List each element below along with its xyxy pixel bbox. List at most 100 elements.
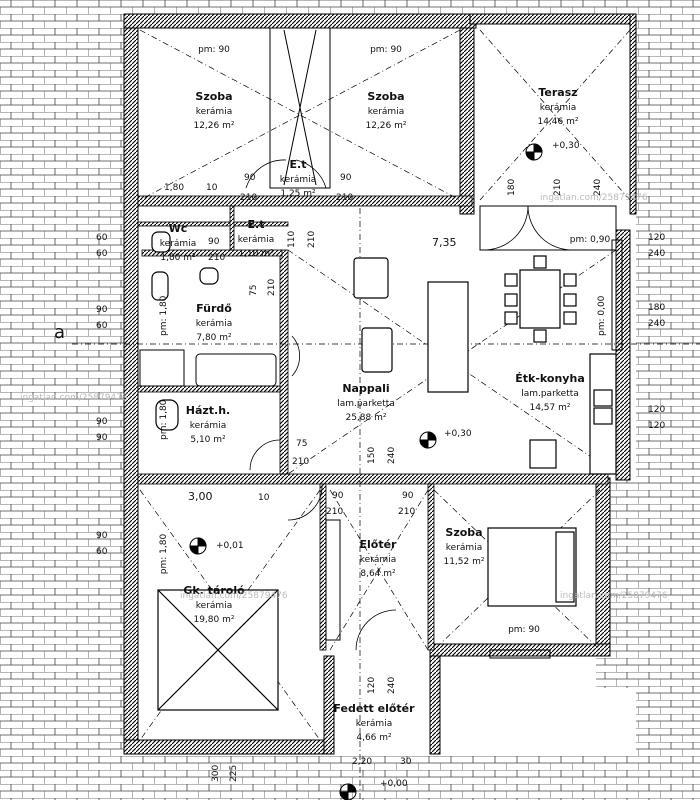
room-et2-material: kerámia (238, 235, 274, 245)
room-haztt-area: 5,10 m² (190, 435, 226, 445)
dimension-labels: 1,80 10 90 210 90 210 7,35 180 210 240 1… (96, 173, 665, 782)
room-eloter-area: 8,64 m² (360, 569, 396, 579)
room-gk-pm: pm: 1,80 (159, 534, 169, 575)
level-markers (189, 143, 543, 800)
room-labels: Szoba kerámia 12,26 m² pm: 90 Szoba kerámia 12… (159, 45, 610, 789)
room-szoba3-name: Szoba (445, 526, 482, 539)
room-szoba3-area: 11,52 m² (443, 557, 484, 567)
dim: 210 (292, 457, 309, 467)
room-furdo-material: kerámia (196, 319, 232, 329)
dim: 240 (593, 179, 603, 196)
dim: 90 (96, 417, 108, 427)
dim: 240 (387, 677, 397, 694)
dim: 210 (336, 193, 353, 203)
room-szoba3-pm: pm: 90 (508, 625, 540, 635)
room-szoba2-pm: pm: 90 (370, 45, 402, 55)
room-eloter-name: Előtér (360, 538, 398, 551)
room-nappali-area: 25,88 m² (345, 413, 386, 423)
room-terasz-area: 14,46 m² (537, 117, 578, 127)
dim: 90 (402, 491, 414, 501)
dim: 300 (211, 765, 221, 782)
dim: pm: 1,80 (159, 399, 169, 440)
inner-walls (137, 195, 609, 651)
dim: pm: 0,00 (597, 295, 607, 336)
dim: 90 (332, 491, 344, 501)
furniture (151, 231, 617, 711)
room-szoba2-name: Szoba (367, 90, 404, 103)
dim: 60 (96, 547, 108, 557)
dim: 210 (267, 279, 277, 296)
dim: 210 (208, 253, 225, 263)
room-szoba2-area: 12,26 m² (365, 121, 406, 131)
room-szoba1-pm: pm: 90 (198, 45, 230, 55)
room-szoba2-material: kerámia (368, 107, 404, 117)
windows (139, 27, 623, 659)
room-nappali-level: +0,30 (444, 429, 472, 439)
room-szoba1-area: 12,26 m² (193, 121, 234, 131)
entry-floor (330, 656, 434, 756)
room-terasz-name: Terasz (538, 86, 577, 99)
room-szoba3-material: kerámia (446, 543, 482, 553)
watermark: ingatlan.com/25879476 (180, 591, 288, 601)
room-nappali-material: lam.parketta (337, 399, 395, 409)
room-fedett-name: Fedett előtér (333, 702, 415, 715)
room-eloter-material: kerámia (360, 555, 396, 565)
room-etk-name: Étk-konyha (515, 372, 585, 385)
dim: 1,80 (164, 183, 184, 193)
dim: 90 (340, 173, 352, 183)
dim: 210 (307, 231, 317, 248)
room-nappali-name: Nappali (342, 382, 389, 395)
dim: 90 (96, 531, 108, 541)
room-gk-level: +0,01 (216, 541, 244, 551)
room-haztt-material: kerámia (190, 421, 226, 431)
garden-right (640, 0, 700, 480)
axis-label: a (54, 322, 65, 343)
dim: 60 (96, 233, 108, 243)
room-haztt-name: Házt.h. (186, 404, 230, 417)
dim: 75 (296, 439, 307, 449)
dim: 150 (367, 447, 377, 464)
room-gk-area: 19,80 m² (193, 615, 234, 625)
room-et1-name: E.t (290, 158, 307, 171)
dim: pm: 1,80 (159, 295, 169, 336)
dim: 90 (208, 237, 220, 247)
dim: 240 (387, 447, 397, 464)
room-etk-material: lam.parketta (521, 389, 579, 399)
room-wc-material: kerámia (160, 239, 196, 249)
room-gk-name: Gk. tároló (183, 584, 245, 597)
dim: 120 (648, 233, 665, 243)
dim: 110 (287, 231, 297, 248)
dim: 225 (229, 765, 239, 782)
room-terasz-material: kerámia (540, 103, 576, 113)
dim: 240 (648, 319, 665, 329)
room-wc-name: Wc (169, 222, 188, 235)
room-fedett-level: +0,00 (380, 779, 408, 789)
dim: 90 (96, 305, 108, 315)
dim: 10 (258, 493, 270, 503)
watermark: ingatlan.com/25879476 (540, 193, 648, 203)
room-etk-area: 14,57 m² (529, 403, 570, 413)
dim: 3,00 (188, 490, 213, 503)
watermark: ingatlan.com/25879476 (560, 591, 668, 601)
dim: 7,35 (432, 236, 457, 249)
dim: 90 (96, 433, 108, 443)
dim: 2,20 (352, 757, 372, 767)
room-fedett-area: 4,66 m² (356, 733, 392, 743)
dim: 210 (240, 193, 257, 203)
dim: 10 (206, 183, 218, 193)
dim: 210 (553, 179, 563, 196)
dim: 120 (648, 405, 665, 415)
room-et2-name: E.t (248, 218, 265, 231)
room-terasz-level: +0,30 (552, 141, 580, 151)
dim: 30 (400, 757, 412, 767)
dim: 120 (648, 421, 665, 431)
dim: 90 (244, 173, 256, 183)
room-et2-area: 1,10 m² (238, 249, 274, 259)
dim: 120 (367, 677, 377, 694)
watermarks: ingatlan.com/25879476 ingatlan.com/25879… (20, 193, 668, 601)
dim: 60 (96, 321, 108, 331)
room-szoba1-material: kerámia (196, 107, 232, 117)
room-szoba1-name: Szoba (195, 90, 232, 103)
room-etk-pm: pm: 0,90 (570, 235, 611, 245)
dim: 180 (648, 303, 665, 313)
